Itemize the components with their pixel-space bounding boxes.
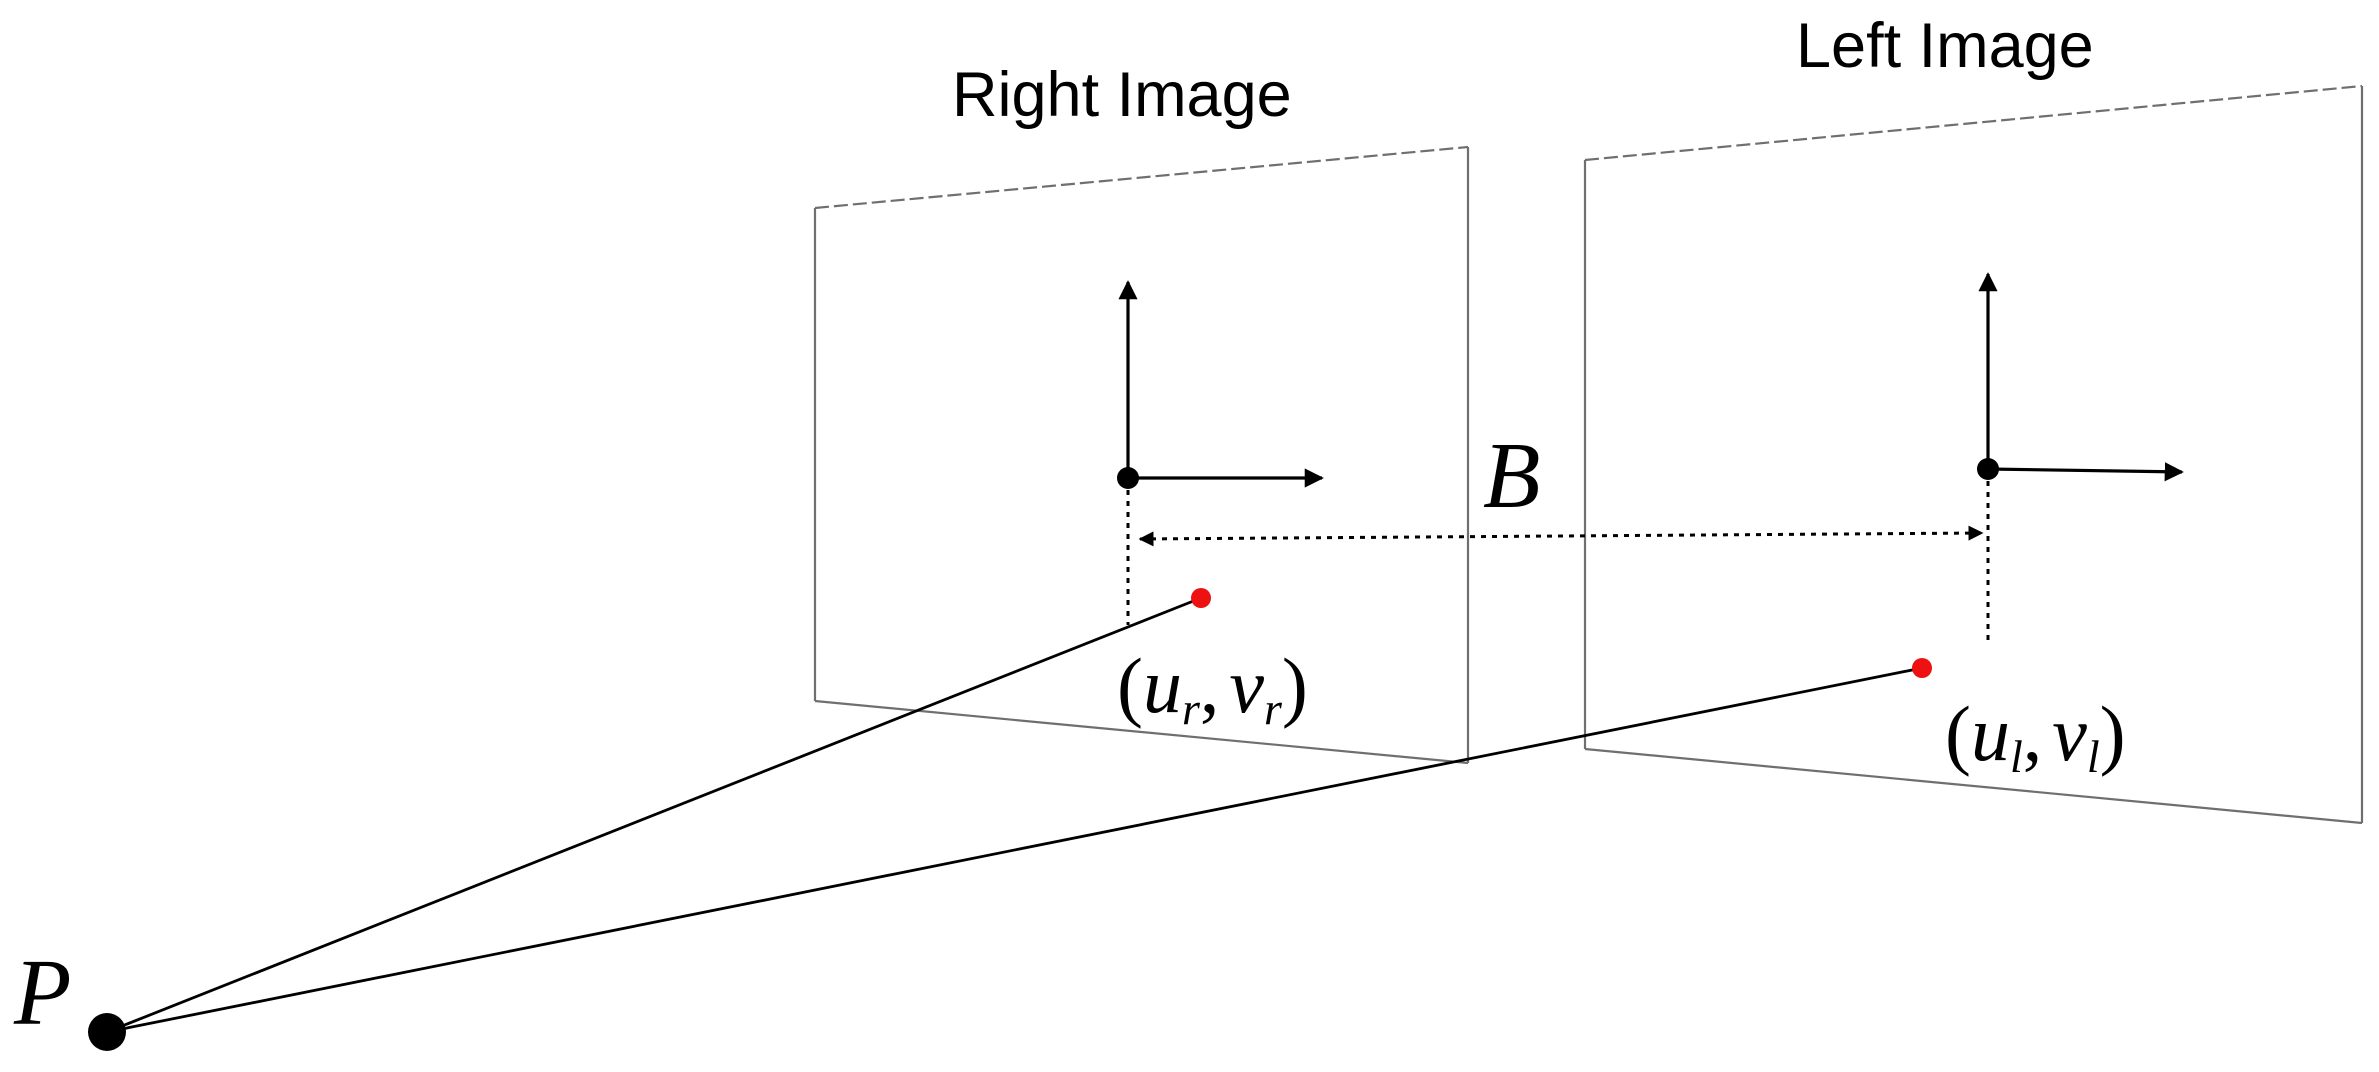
left-camera-axes — [1977, 272, 2184, 640]
right-coord-open-paren: ( — [1117, 642, 1143, 729]
ray-to-left-projection — [106, 666, 1923, 1034]
left-optical-center-dot — [1977, 458, 1999, 480]
left-x-axis-arrow — [1987, 462, 2184, 482]
right-coord-comma: , — [1200, 642, 1220, 729]
right-projection-point — [1191, 588, 1211, 608]
right-plane-top-edge — [814, 145, 1469, 210]
ray-to-right-projection — [106, 596, 1202, 1034]
left-coordinate-label: (ul,vl) — [1945, 690, 2126, 782]
left-coord-comma: , — [2023, 690, 2043, 777]
right-coord-v-subscript: r — [1264, 683, 1283, 734]
world-point-p-dot — [88, 1013, 126, 1051]
baseline-double-arrow — [1138, 525, 1984, 547]
left-plane-top-edge — [1584, 84, 2363, 162]
left-coord-v: v — [2052, 690, 2087, 777]
left-projection-point — [1912, 658, 1932, 678]
baseline-label: B — [1483, 424, 1540, 528]
world-point-label: P — [13, 941, 71, 1045]
left-coord-u: u — [1971, 690, 2010, 777]
right-optical-center-dot — [1117, 467, 1139, 489]
left-coord-u-subscript: l — [2010, 731, 2023, 782]
left-image-plane — [1583, 84, 2364, 825]
right-plane-bottom-edge — [814, 699, 1469, 765]
left-coord-v-subscript: l — [2087, 731, 2100, 782]
right-camera-axes — [1117, 280, 1324, 625]
left-plane-bottom-edge — [1584, 747, 2363, 825]
right-image-plane — [813, 145, 1470, 765]
right-coord-u-subscript: r — [1182, 683, 1201, 734]
right-image-caption: Right Image — [952, 60, 1292, 130]
left-image-caption: Left Image — [1796, 11, 2094, 81]
left-coord-close-paren: ) — [2100, 690, 2126, 777]
right-coord-u: u — [1143, 642, 1182, 729]
right-coordinate-label: (ur,vr) — [1117, 642, 1308, 734]
right-coord-close-paren: ) — [1282, 642, 1308, 729]
left-coord-open-paren: ( — [1945, 690, 1971, 777]
right-coord-v: v — [1229, 642, 1264, 729]
